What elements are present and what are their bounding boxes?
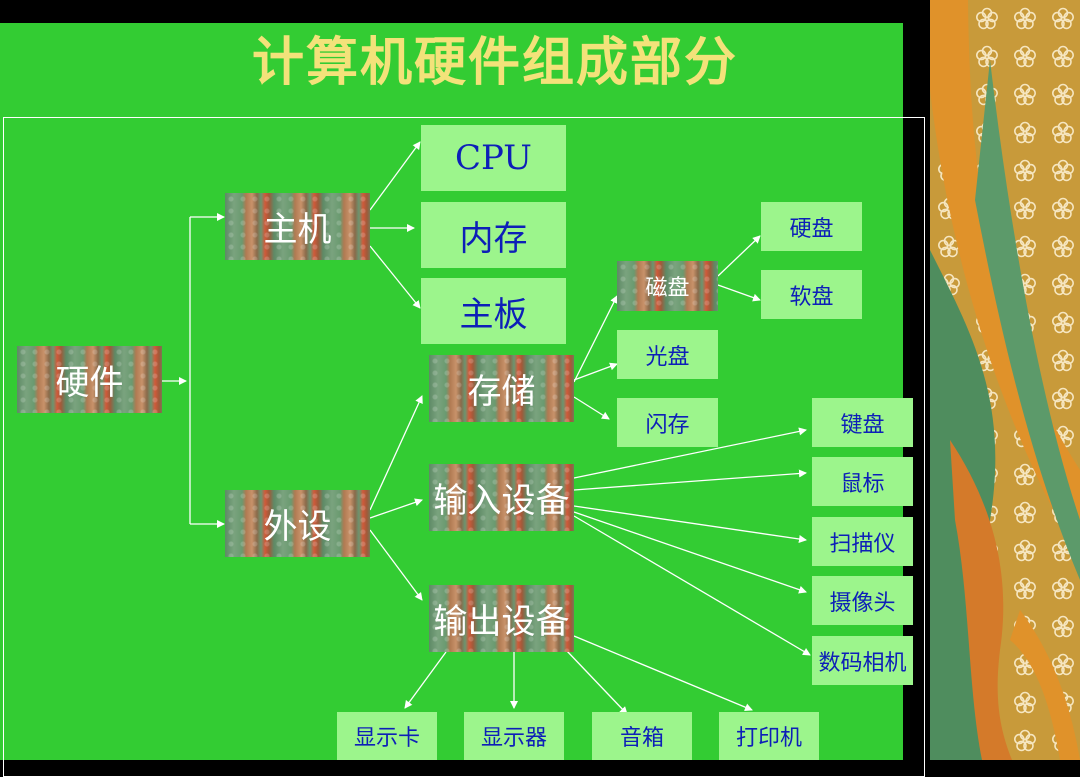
node-memory: 内存 — [421, 202, 566, 268]
node-input-devices: 输入设备 — [429, 464, 574, 531]
node-disk: 磁盘 — [617, 261, 718, 311]
arrow-to-optical — [573, 362, 618, 381]
node-camera: 摄像头 — [812, 576, 913, 625]
node-optical-disc: 光盘 — [617, 330, 718, 379]
node-mouse: 鼠标 — [812, 457, 913, 506]
node-printer: 打印机 — [719, 712, 819, 760]
decorative-pattern-panel — [930, 0, 1080, 760]
arrow-to-hard-disk — [717, 235, 761, 277]
node-digital-camera: 数码相机 — [812, 636, 913, 685]
arrow-to-flash — [573, 396, 610, 420]
arrow-to-mouse — [573, 469, 807, 491]
arrow-to-floppy — [717, 284, 761, 302]
node-monitor: 显示器 — [464, 712, 564, 760]
arrow-to-cpu — [369, 141, 421, 211]
arrow-to-digital-camera — [573, 515, 811, 656]
arrow-to-motherboard — [369, 245, 421, 309]
node-cpu: CPU — [421, 125, 566, 191]
arrow-to-input — [369, 498, 423, 519]
node-keyboard: 键盘 — [812, 398, 913, 447]
node-hard-disk: 硬盘 — [761, 202, 862, 251]
arrow-to-scanner — [573, 505, 807, 543]
node-peripherals: 外设 — [225, 490, 370, 557]
arrow-to-camera — [573, 511, 807, 594]
node-host: 主机 — [225, 193, 370, 260]
connector-arrows — [162, 141, 811, 715]
node-speaker: 音箱 — [592, 712, 692, 760]
node-hardware: 硬件 — [17, 346, 162, 413]
node-motherboard: 主板 — [421, 278, 566, 344]
node-floppy-disk: 软盘 — [761, 270, 862, 319]
arrow-to-graphics-card — [404, 651, 447, 709]
arrow-to-storage — [369, 395, 423, 511]
arrow-to-keyboard — [573, 427, 807, 479]
side-strip — [903, 0, 930, 760]
arrow-to-printer — [573, 635, 753, 712]
arrow-to-output — [369, 529, 423, 601]
node-flash-storage: 闪存 — [617, 398, 718, 447]
slide-title: 计算机硬件组成部分 — [251, 33, 738, 93]
arrow-to-speaker — [565, 649, 628, 715]
node-scanner: 扫描仪 — [812, 517, 913, 566]
node-output-devices: 输出设备 — [429, 585, 574, 652]
node-graphics-card: 显示卡 — [337, 712, 437, 760]
node-storage: 存储 — [429, 355, 574, 422]
arrow-to-disk — [573, 295, 618, 383]
